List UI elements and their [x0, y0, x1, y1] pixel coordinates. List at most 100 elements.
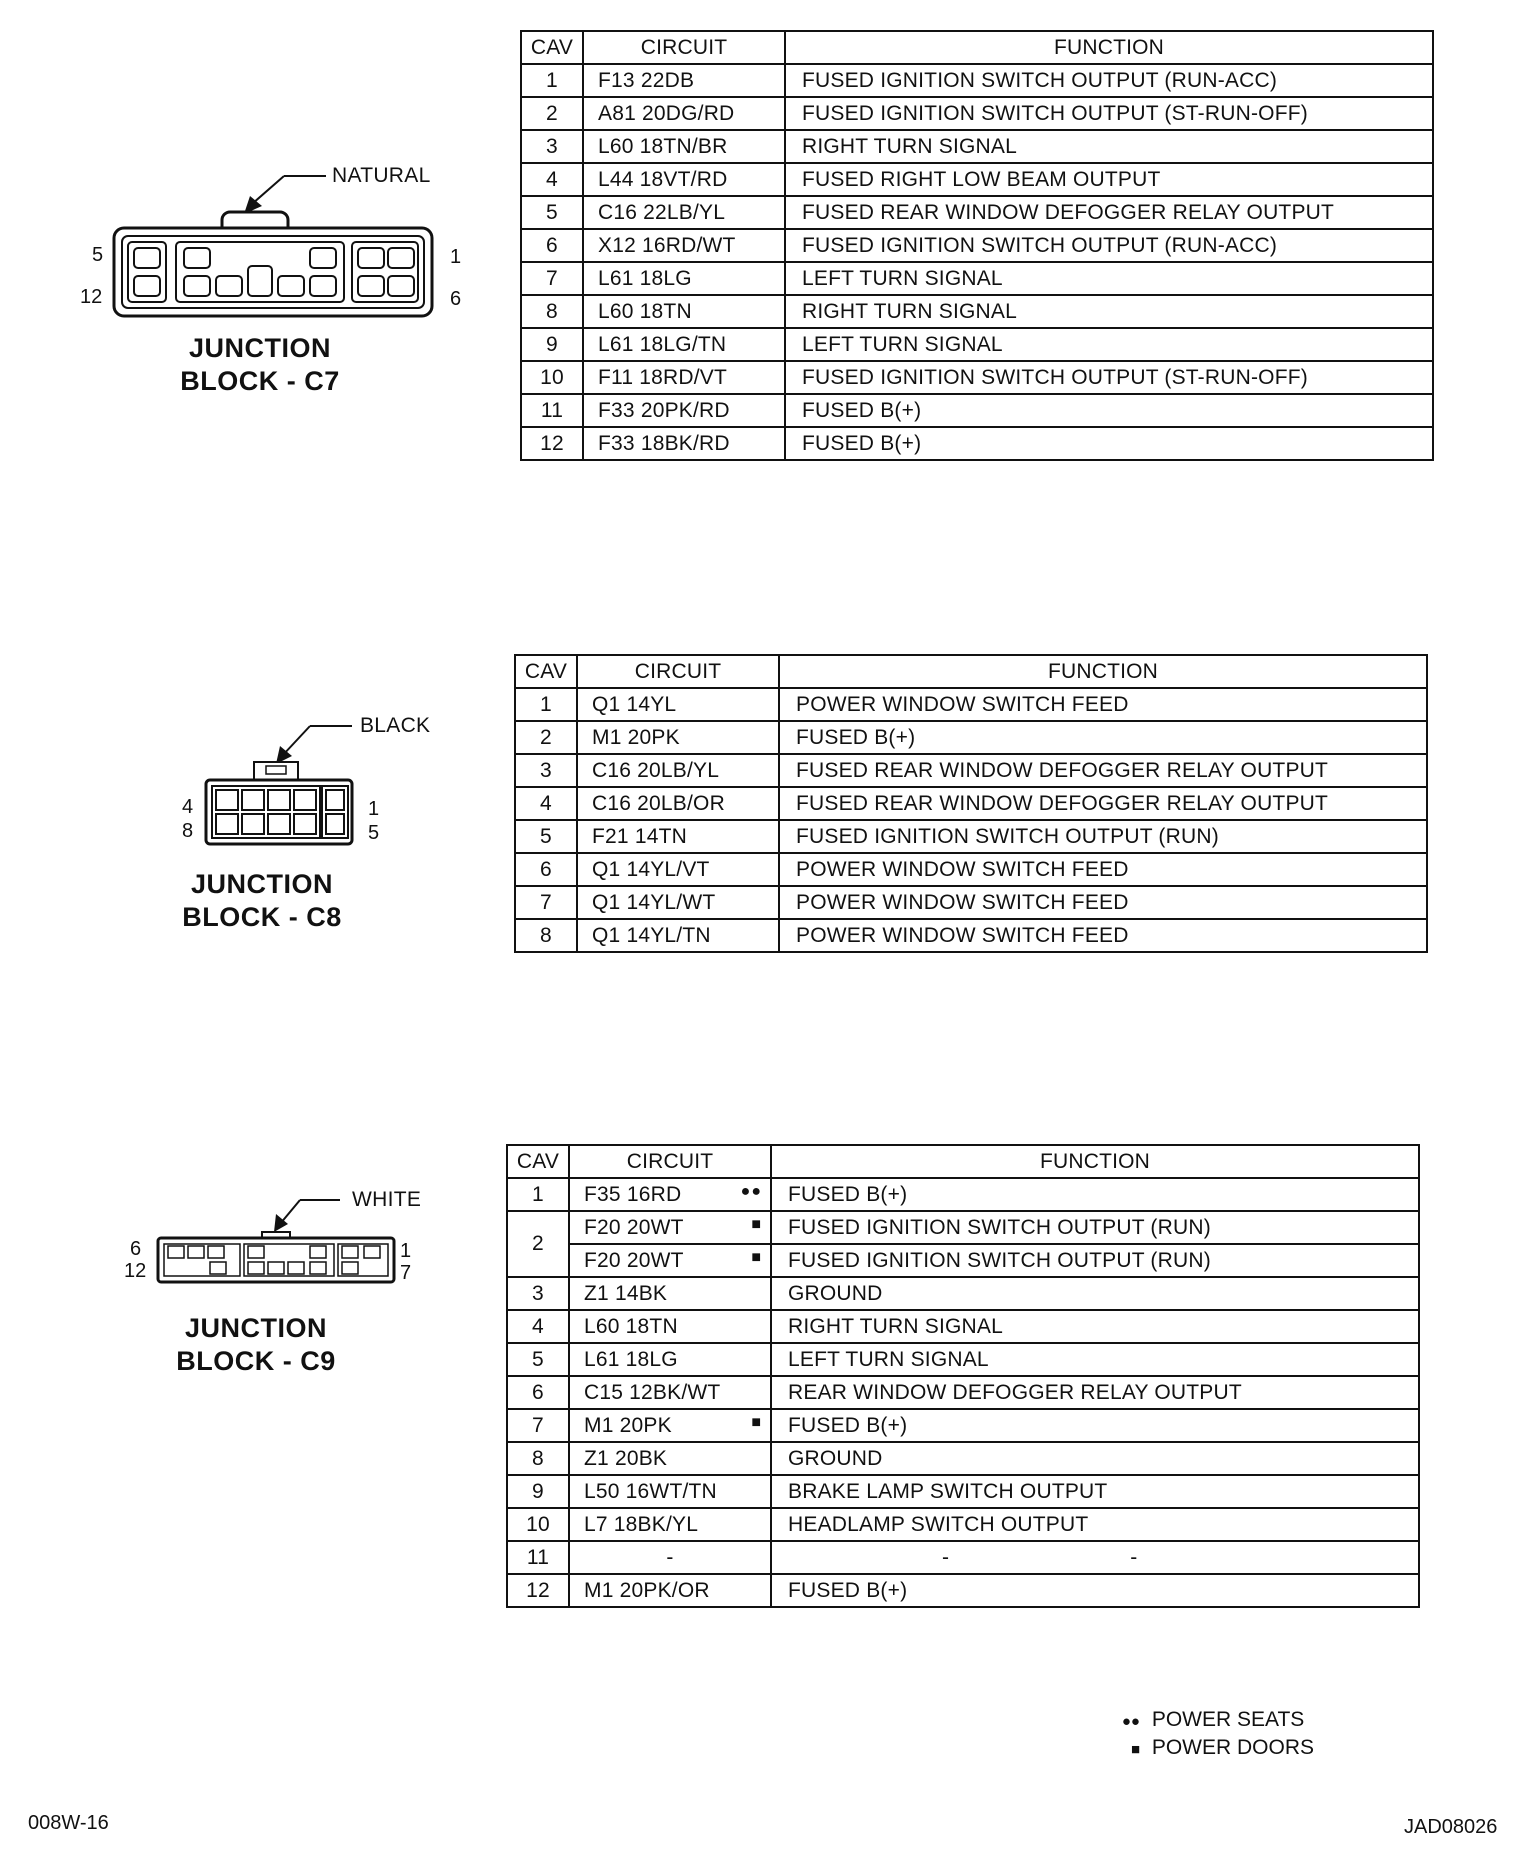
circuit-code: Z1 20BK — [584, 1446, 668, 1470]
circuit-cell: F33 20PK/RD — [582, 393, 786, 428]
table-header-row: CAV CIRCUIT FUNCTION — [506, 1144, 1420, 1179]
function-cell: FUSED IGNITION SWITCH OUTPUT (RUN) — [778, 819, 1428, 854]
cav-cell: 10 — [520, 360, 584, 395]
cav-cell: 5 — [506, 1342, 570, 1377]
circuit-cell: M1 20PK ■ — [568, 1408, 772, 1443]
pin-number-label: 6 — [450, 288, 462, 310]
cav-cell: 1 — [506, 1177, 570, 1212]
circuit-code: Q1 14YL/TN — [592, 923, 711, 947]
circuit-cell: F33 18BK/RD — [582, 426, 786, 461]
function-cell: BRAKE LAMP SWITCH OUTPUT — [770, 1474, 1420, 1509]
circuit-cell: L61 18LG/TN — [582, 327, 786, 362]
circuit-code: F33 20PK/RD — [598, 398, 730, 422]
cav-cell: 8 — [520, 294, 584, 329]
pin-number-label: 1 — [400, 1240, 412, 1262]
function-cell: - - — [770, 1540, 1420, 1575]
circuit-code: Q1 14YL — [592, 692, 677, 716]
circuit-cell: L60 18TN — [568, 1309, 772, 1344]
circuit-cell: Z1 14BK — [568, 1276, 772, 1311]
connector-title: JUNCTION BLOCK - C8 — [182, 869, 342, 932]
circuit-cell: L44 18VT/RD — [582, 162, 786, 197]
function-cell: FUSED REAR WINDOW DEFOGGER RELAY OUTPUT — [784, 195, 1434, 230]
function-cell: HEADLAMP SWITCH OUTPUT — [770, 1507, 1420, 1542]
pin-number-label: 1 — [450, 246, 462, 268]
function-cell: POWER WINDOW SWITCH FEED — [778, 852, 1428, 887]
circuit-code: Z1 14BK — [584, 1281, 668, 1305]
circuit-code: L61 18LG/TN — [598, 332, 727, 356]
option-marker: ■ — [751, 1248, 762, 1266]
function-cell: RIGHT TURN SIGNAL — [784, 294, 1434, 329]
header-cav: CAV — [506, 1144, 570, 1179]
option-marker: ■ — [751, 1215, 762, 1233]
function-cell: FUSED B(+) — [770, 1573, 1420, 1608]
circuit-cell: L60 18TN/BR — [582, 129, 786, 164]
circuit-code: L60 18TN/BR — [598, 134, 728, 158]
power-seats-symbol: ●● — [1121, 1713, 1140, 1730]
pin-number-label: 12 — [80, 286, 103, 308]
circuit-code: L7 18BK/YL — [584, 1512, 699, 1536]
connector-color-label: NATURAL — [332, 164, 431, 187]
function-cell: FUSED B(+) — [770, 1408, 1420, 1443]
circuit-code: F13 22DB — [598, 68, 695, 92]
table-header-row: CAV CIRCUIT FUNCTION — [514, 654, 1428, 689]
cav-cell: 5 — [520, 195, 584, 230]
circuit-cell: M1 20PK — [576, 720, 780, 755]
circuit-code: L61 18LG — [598, 266, 692, 290]
circuit-cell: L60 18TN — [582, 294, 786, 329]
cav-cell: 6 — [520, 228, 584, 263]
pin-number-label: 4 — [182, 796, 194, 818]
function-cell: FUSED IGNITION SWITCH OUTPUT (RUN-ACC) — [784, 63, 1434, 98]
header-circuit: CIRCUIT — [568, 1144, 772, 1179]
table-row: 11-- - — [506, 1540, 1420, 1575]
function-cell: FUSED IGNITION SWITCH OUTPUT (ST-RUN-OFF… — [784, 96, 1434, 131]
figure-code-right: JAD08026 — [1404, 1816, 1498, 1838]
circuit-code: C16 20LB/YL — [592, 758, 720, 782]
legend-item: ●● POWER SEATS — [1108, 1708, 1314, 1736]
circuit-code: Q1 14YL/WT — [592, 890, 716, 914]
circuit-code: C16 20LB/OR — [592, 791, 725, 815]
connector-title: JUNCTION BLOCK - C9 — [176, 1313, 336, 1376]
cav-cell: 11 — [506, 1540, 570, 1575]
circuit-cell: A81 20DG/RD — [582, 96, 786, 131]
function-cell: LEFT TURN SIGNAL — [770, 1342, 1420, 1377]
cav-cell: 4 — [514, 786, 578, 821]
function-cell: FUSED IGNITION SWITCH OUTPUT (RUN-ACC) — [784, 228, 1434, 263]
circuit-code: M1 20PK — [584, 1413, 672, 1437]
function-cell: RIGHT TURN SIGNAL — [770, 1309, 1420, 1344]
function-cell: REAR WINDOW DEFOGGER RELAY OUTPUT — [770, 1375, 1420, 1410]
circuit-cell: X12 16RD/WT — [582, 228, 786, 263]
cav-cell: 6 — [506, 1375, 570, 1410]
circuit-cell: F20 20WT■ — [568, 1243, 772, 1278]
circuit-cell: F21 14TN — [576, 819, 780, 854]
header-circuit: CIRCUIT — [576, 654, 780, 689]
circuit-cell: M1 20PK/OR — [568, 1573, 772, 1608]
header-function: FUNCTION — [784, 30, 1434, 65]
cav-cell: 6 — [514, 852, 578, 887]
circuit-cell: L7 18BK/YL — [568, 1507, 772, 1542]
circuit-cell: C16 22LB/YL — [582, 195, 786, 230]
option-marker: ■ — [751, 1413, 762, 1431]
cav-cell: 4 — [520, 162, 584, 197]
pin-number-label: 7 — [400, 1262, 412, 1284]
circuit-cell: L50 16WT/TN — [568, 1474, 772, 1509]
function-cell: POWER WINDOW SWITCH FEED — [778, 687, 1428, 722]
circuit-cell: - — [568, 1540, 772, 1575]
legend: ●● POWER SEATS ■ POWER DOORS — [1108, 1708, 1314, 1764]
cav-cell: 3 — [514, 753, 578, 788]
power-doors-symbol: ■ — [1130, 1741, 1140, 1758]
